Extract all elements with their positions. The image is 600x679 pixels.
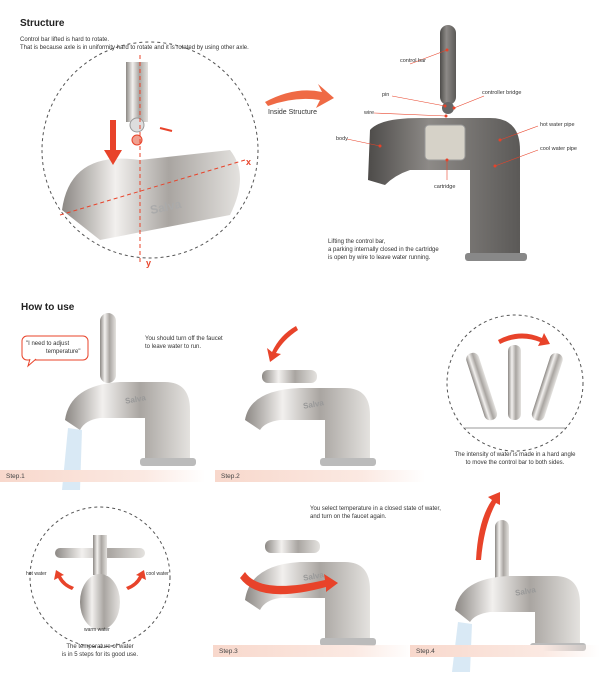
step3-label: Step.3 bbox=[219, 648, 238, 655]
label-cool-water-pipe: cool water pipe bbox=[540, 146, 577, 152]
lifting-line-2: a parking internally closed in the cartr… bbox=[328, 247, 439, 253]
temp-line-1: The temperature of water bbox=[66, 644, 134, 650]
temp-cool-label: cool water bbox=[146, 571, 169, 577]
down-arrow bbox=[267, 326, 298, 362]
structure-desc-1: Control bar lifted is hard to rotate. bbox=[20, 37, 110, 43]
step1-faucet bbox=[62, 313, 196, 490]
axis-x-label: x bbox=[246, 157, 252, 167]
structure-title: Structure bbox=[20, 18, 65, 29]
up-arrow bbox=[476, 492, 500, 560]
intensity-circle bbox=[446, 314, 584, 452]
inside-structure-faucet bbox=[346, 25, 539, 261]
step2-faucet bbox=[245, 326, 376, 466]
step3-note-1: You select temperature in a closed state… bbox=[310, 506, 441, 512]
step1-note-2: to leave water to run. bbox=[145, 344, 202, 350]
rotate-arrow bbox=[240, 572, 338, 595]
step1-label: Step.1 bbox=[6, 473, 25, 480]
bubble-line-2: temperature" bbox=[46, 349, 81, 355]
intensity-line-2: to move the control bar to both sides. bbox=[465, 460, 565, 466]
inside-structure-arrow bbox=[265, 84, 334, 108]
how-to-use-title: How to use bbox=[21, 302, 75, 313]
intensity-line-1: The intensity of water is made in a hard… bbox=[454, 452, 576, 458]
inside-structure-label: Inside Structure bbox=[268, 109, 318, 116]
label-hot-water-pipe: hot water pipe bbox=[540, 122, 575, 128]
step2-label: Step.2 bbox=[221, 473, 240, 480]
structure-closeup bbox=[41, 41, 259, 262]
temp-line-2: is in 5 steps for its good use. bbox=[61, 652, 139, 658]
axis-y-label: y bbox=[146, 258, 152, 268]
label-pin: pin bbox=[382, 92, 390, 98]
step1-strip: Step.1 bbox=[0, 470, 205, 482]
temperature-circle bbox=[29, 506, 171, 648]
label-wire: wire bbox=[364, 110, 375, 116]
lifting-line-1: Lifting the control bar, bbox=[328, 239, 386, 245]
temp-warm-label: warm water bbox=[84, 627, 110, 633]
lifting-line-3: is open by wire to leave water running. bbox=[328, 255, 431, 261]
bubble-line-1: "I need to adjust bbox=[26, 341, 70, 347]
step3-strip: Step.3 bbox=[213, 645, 413, 657]
label-body: body bbox=[336, 136, 348, 142]
speech-bubble bbox=[21, 335, 89, 368]
step1-note-1: You should turn off the faucet bbox=[145, 336, 223, 342]
label-cartridge: cartridge bbox=[434, 184, 456, 190]
step4-strip: Step.4 bbox=[410, 645, 600, 657]
step2-strip: Step.2 bbox=[215, 470, 425, 482]
step3-note-2: and turn on the faucet again. bbox=[310, 514, 387, 520]
step3-faucet bbox=[240, 540, 376, 646]
structure-desc-2: That is because axle is in uniformity ha… bbox=[20, 45, 249, 51]
temp-hot-label: hot water bbox=[26, 571, 47, 577]
label-control-bar: control bar bbox=[400, 58, 426, 64]
label-controller-bridge: controller bridge bbox=[482, 90, 522, 96]
step4-label: Step.4 bbox=[416, 648, 435, 655]
